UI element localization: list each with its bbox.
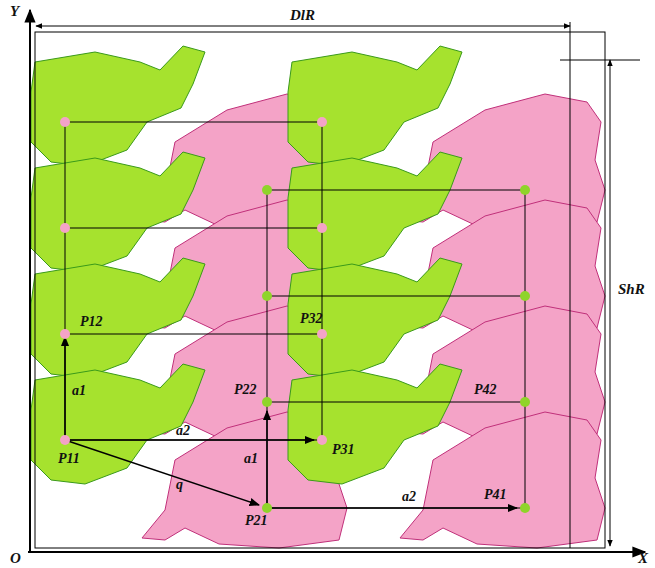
vector-a2 (267, 507, 517, 509)
point-label: P42 (474, 383, 497, 397)
lattice-point (262, 185, 272, 195)
point-label: P22 (234, 383, 257, 397)
lattice-line (267, 296, 525, 297)
lattice-line (267, 190, 268, 508)
lattice-line (322, 122, 323, 440)
lattice-point (520, 397, 530, 407)
packed-polygon (31, 364, 205, 484)
y-axis (29, 10, 31, 552)
lattice-line (65, 440, 322, 441)
length-dimension (36, 26, 570, 27)
lattice-point (60, 435, 70, 445)
point-label: P11 (58, 452, 80, 466)
lattice-point (317, 435, 327, 445)
vector-label: a2 (176, 424, 190, 438)
point-label: P32 (300, 312, 323, 326)
lattice-line (525, 190, 526, 508)
x-axis (28, 551, 645, 553)
lattice-point (60, 329, 70, 339)
lattice-line (65, 334, 322, 335)
lattice-point (262, 291, 272, 301)
axis-label: Y (10, 4, 19, 19)
vector-a1 (64, 337, 66, 440)
vector-label: q (176, 478, 183, 492)
extension-line (560, 60, 640, 61)
lattice-point (317, 329, 327, 339)
point-label: P41 (484, 488, 507, 502)
lattice-line (267, 402, 525, 403)
dimension-label: ShR (618, 282, 645, 297)
vector-q (65, 440, 259, 505)
lattice-line (65, 228, 322, 229)
lattice-line (65, 122, 66, 440)
vector-a1 (266, 411, 268, 508)
packed-polygon (31, 258, 205, 378)
lattice-point (520, 291, 530, 301)
lattice-point (520, 503, 530, 513)
packed-polygon (288, 152, 462, 272)
packed-polygon (31, 152, 205, 272)
packed-polygon (288, 258, 462, 378)
packed-polygon (288, 364, 462, 484)
lattice-point (262, 397, 272, 407)
lattice-point (317, 117, 327, 127)
axis-label: X (638, 551, 648, 566)
vector-label: a2 (402, 490, 416, 504)
lattice-point (60, 223, 70, 233)
vector-label: a1 (244, 452, 258, 466)
width-dimension (610, 60, 611, 546)
point-label: P12 (80, 315, 103, 329)
lattice-point (317, 223, 327, 233)
lattice-point (262, 503, 272, 513)
dimension-label: DlR (290, 8, 315, 23)
lattice-line (267, 508, 525, 509)
extension-line (570, 22, 571, 548)
point-label: P21 (245, 514, 268, 528)
point-label: P31 (332, 443, 355, 457)
packed-polygon (288, 46, 462, 166)
vector-label: a1 (72, 384, 86, 398)
packed-polygon (31, 46, 205, 166)
strip-frame (35, 32, 605, 548)
lattice-point (520, 185, 530, 195)
lattice-point (60, 117, 70, 127)
lattice-line (65, 122, 322, 123)
lattice-line (267, 190, 525, 191)
origin-label: O (10, 551, 21, 566)
packed-polygon (400, 412, 605, 548)
vector-a2 (65, 439, 314, 441)
